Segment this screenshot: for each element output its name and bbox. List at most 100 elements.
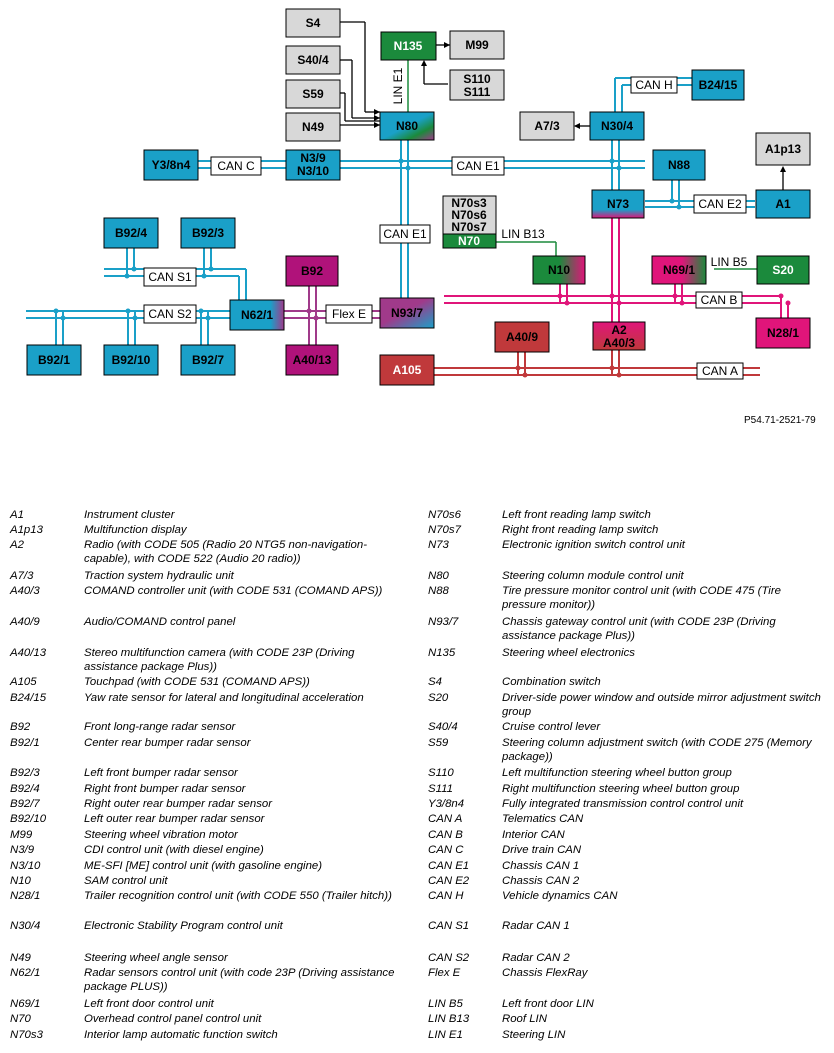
legend-description: Electronic ignition switch control unit <box>502 539 685 551</box>
bus-label-can-e1-vertical: CAN E1 <box>383 227 427 241</box>
legend-description: Trailer recognition control unit (with C… <box>84 890 392 902</box>
label-s110: S110 <box>463 72 491 86</box>
legend-code: A40/13 <box>10 647 47 659</box>
legend-description: Vehicle dynamics CAN <box>502 890 618 902</box>
network-topology-diagram: S4 S40/4 S59 N49 M99 S110 S111 A7/3 A1p1… <box>26 8 811 386</box>
label-n3-10: N3/10 <box>297 164 329 178</box>
legend-description: Touchpad (with CODE 531 (COMAND APS)) <box>84 676 310 688</box>
legend-code: CAN H <box>428 890 464 902</box>
label-n30-4: N30/4 <box>601 119 633 133</box>
label-n70s3: N70s3 <box>451 196 487 210</box>
node-s20 <box>756 255 810 285</box>
bus-box-flex-e <box>325 304 373 324</box>
label-b92-10: B92/10 <box>112 353 151 367</box>
legend-description: Radar CAN 1 <box>502 920 570 932</box>
legend-description: Traction system hydraulic unit <box>84 570 234 582</box>
legend-code: Y3/8n4 <box>428 798 465 810</box>
bus-label-can-a: CAN A <box>702 364 738 378</box>
label-b92: B92 <box>301 264 323 278</box>
bus-box-can-c <box>210 156 262 176</box>
legend-code: S110 <box>428 767 454 779</box>
legend-description: Driver-side power window and outside mir… <box>502 692 821 718</box>
legend-code: N62/1 <box>10 967 41 979</box>
label-n28-1: N28/1 <box>767 326 799 340</box>
legend-description: Stereo multifunction camera (with CODE 2… <box>84 647 355 673</box>
legend-code: CAN S1 <box>428 920 470 932</box>
legend-code: B92/1 <box>10 737 40 749</box>
legend-code: B92 <box>10 721 31 733</box>
legend-code: N10 <box>10 875 31 887</box>
legend-description: Yaw rate sensor for lateral and longitud… <box>84 692 364 704</box>
legend-code: CAN S2 <box>428 952 470 964</box>
legend-code: B92/10 <box>10 813 47 825</box>
legend-description: ME-SFI [ME] control unit (with gasoline … <box>84 860 323 872</box>
legend-code: S59 <box>428 737 449 749</box>
legend-code: N30/4 <box>10 920 41 932</box>
bus-label-lin-b13: LIN B13 <box>501 227 545 241</box>
legend-description: Left outer rear bumper radar sensor <box>84 813 265 825</box>
legend-code: CAN E2 <box>428 875 470 887</box>
legend-description: Steering LIN <box>502 1029 566 1041</box>
legend-description: Tire pressure monitor control unit (with… <box>502 585 781 611</box>
legend-description: Radar sensors control unit (with code 23… <box>84 967 395 993</box>
legend-code: A1 <box>10 509 24 521</box>
legend-code: S20 <box>428 692 449 704</box>
label-n62-1: N62/1 <box>241 308 273 322</box>
node-n70 <box>442 233 497 249</box>
label-m99: M99 <box>465 38 489 52</box>
node-a40-13 <box>285 344 339 376</box>
legend-description: Chassis CAN 1 <box>502 860 580 872</box>
bus-box-can-s1 <box>143 267 197 287</box>
node-a40-9 <box>494 321 550 353</box>
legend-code: N28/1 <box>10 890 41 902</box>
legend-description: Left front door LIN <box>502 998 594 1010</box>
bus-label-can-s2: CAN S2 <box>148 307 192 321</box>
bus-label-can-h: CAN H <box>635 78 672 92</box>
node-a1p13 <box>755 132 811 166</box>
legend-code: LIN B5 <box>428 998 463 1010</box>
legend-description: CDI control unit (with diesel engine) <box>84 844 264 856</box>
node-b92 <box>285 255 339 287</box>
bus-label-can-b: CAN B <box>701 293 738 307</box>
legend-description: Steering wheel electronics <box>502 647 635 659</box>
node-a105 <box>379 354 435 386</box>
bus-box-can-s2 <box>143 304 197 324</box>
label-n49: N49 <box>302 120 324 134</box>
node-n10 <box>532 255 586 285</box>
label-b92-4: B92/4 <box>115 226 147 240</box>
legend-description: Left front door control unit <box>84 998 214 1010</box>
legend-description: Right outer rear bumper radar sensor <box>84 798 273 810</box>
node-b92-10 <box>103 344 159 376</box>
legend-description: Chassis CAN 2 <box>502 875 580 887</box>
legend-description: Steering wheel angle sensor <box>84 952 228 964</box>
label-n73: N73 <box>607 197 629 211</box>
node-n80 <box>379 111 435 141</box>
legend-description: Right front bumper radar sensor <box>84 783 246 795</box>
label-n70s7: N70s7 <box>451 220 487 234</box>
legend-code: N3/10 <box>10 860 41 872</box>
label-n10: N10 <box>548 263 570 277</box>
legend-description: Telematics CAN <box>502 813 584 825</box>
bus-label-can-e2: CAN E2 <box>698 197 742 211</box>
legend-description: Fully integrated transmission control co… <box>502 798 744 810</box>
label-s40-4: S40/4 <box>297 53 329 67</box>
legend-description: Cruise control lever <box>502 721 601 733</box>
legend-code: A7/3 <box>10 570 34 582</box>
bus-label-flex-e: Flex E <box>332 307 366 321</box>
legend-code: N3/9 <box>10 844 35 856</box>
legend-description: Interior lamp automatic function switch <box>84 1029 278 1041</box>
legend-description: Roof LIN <box>502 1013 547 1025</box>
node-b24-15 <box>691 69 745 101</box>
legend-code: N80 <box>428 570 449 582</box>
label-b92-3: B92/3 <box>192 226 224 240</box>
node-s40-4 <box>285 45 341 75</box>
bus-box-can-e2 <box>693 194 747 214</box>
label-a40-3: A40/3 <box>603 336 635 350</box>
legend-code: N49 <box>10 952 31 964</box>
legend-code: B92/3 <box>10 767 40 779</box>
bus-box-can-b <box>695 291 743 309</box>
legend-description: Right multifunction steering wheel butto… <box>502 783 740 795</box>
node-s110-s111 <box>449 69 505 101</box>
legend-code: Flex E <box>428 967 461 979</box>
